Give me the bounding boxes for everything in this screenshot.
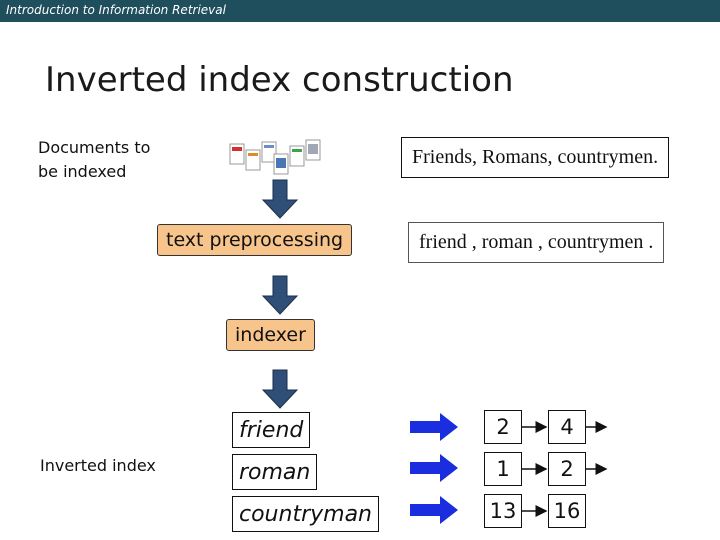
posting-cell: 4 [548, 410, 586, 444]
posting-cell: 13 [484, 494, 522, 528]
term-box: roman [232, 454, 318, 490]
text-preprocessing-box: text preprocessing [157, 224, 353, 256]
posting-cell: 2 [484, 410, 522, 444]
down-arrow-icon [261, 179, 299, 219]
inverted-index-label: Inverted index [40, 456, 156, 475]
term-box: friend [232, 412, 311, 448]
raw-text-box: Friends, Romans, countrymen. [401, 137, 670, 178]
down-arrow-icon [261, 369, 299, 409]
down-arrow-icon [261, 275, 299, 315]
header-bar: Introduction to Information Retrieval [0, 0, 720, 22]
indexer-box: indexer [226, 319, 315, 351]
right-arrow-icon [410, 413, 458, 441]
course-title: Introduction to Information Retrieval [6, 3, 226, 17]
right-arrow-icon [410, 496, 458, 524]
documents-label: Documents to be indexed [38, 138, 151, 181]
slide-title: Inverted index construction [45, 60, 514, 100]
posting-cell: 1 [484, 452, 522, 486]
term-box: countryman [232, 496, 379, 532]
posting-cell: 2 [548, 452, 586, 486]
document-icons [229, 139, 321, 175]
posting-cell: 16 [548, 494, 586, 528]
tokens-box: friend , roman , countrymen . [408, 222, 665, 263]
right-arrow-icon [410, 454, 458, 482]
